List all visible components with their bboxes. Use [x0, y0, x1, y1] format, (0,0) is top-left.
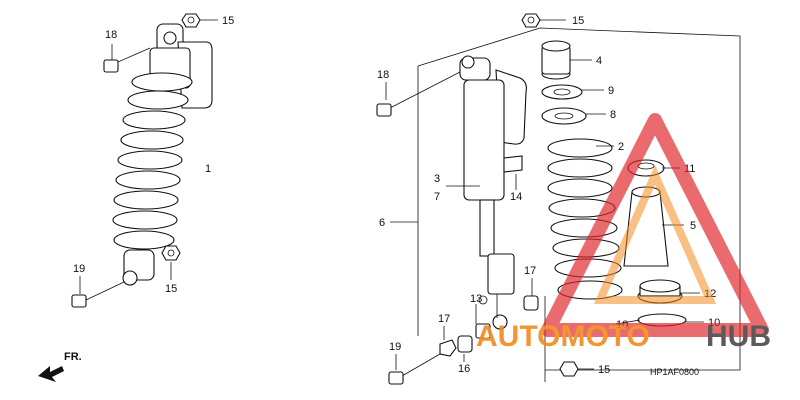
bolt-19-left — [71, 281, 125, 308]
callout-3: 3 — [434, 173, 440, 185]
pivot-13 — [475, 295, 491, 339]
callout-6: 6 — [379, 217, 385, 229]
nut-15-left-bottom — [161, 245, 181, 261]
callout-17-lower: 17 — [438, 313, 450, 325]
diagram-code: HP1AF0800 — [650, 367, 699, 377]
watermark-triangle-icon — [541, 113, 769, 337]
callout-8: 8 — [610, 109, 616, 121]
collar-17-upper — [523, 295, 539, 311]
callout-4: 4 — [596, 55, 602, 67]
stopper-plate-9 — [541, 84, 583, 100]
bolt-18-left — [103, 47, 151, 73]
callout-7: 7 — [434, 191, 440, 203]
watermark-text-hub: HUB — [706, 320, 771, 353]
stopper-rubber-4 — [541, 40, 571, 80]
nut-15-left-top — [181, 13, 201, 28]
callout-17-upper: 17 — [524, 265, 536, 277]
nut-15-right-top — [521, 13, 541, 28]
callout-15-left-bottom: 15 — [165, 283, 177, 295]
callout-1: 1 — [205, 163, 211, 175]
callout-5: 5 — [690, 220, 696, 232]
callout-2: 2 — [618, 141, 624, 153]
watermark-text-auto: AUTOMOTO — [476, 320, 650, 353]
label-14-decal — [503, 155, 523, 173]
watermark-logo: AUTOMOTO HUB — [476, 113, 771, 353]
damper-unit — [459, 55, 527, 330]
assembled-shock-absorber — [112, 23, 213, 286]
callout-15-left-top: 15 — [222, 15, 234, 27]
nut-15-right-bottom — [559, 361, 579, 377]
callout-19-left: 19 — [73, 263, 85, 275]
bolt-19-right — [388, 353, 441, 385]
front-direction-arrow-icon — [38, 366, 64, 382]
callout-14: 14 — [510, 191, 522, 203]
collar-17-lower — [439, 339, 457, 357]
callout-15-right-top: 15 — [572, 15, 584, 27]
callout-18-left: 18 — [105, 29, 117, 41]
callout-19-right: 19 — [389, 341, 401, 353]
callout-13: 13 — [470, 293, 482, 305]
assembly-bracket-outline — [417, 27, 741, 371]
callout-9: 9 — [608, 85, 614, 97]
spring-seat-8 — [541, 107, 587, 125]
direction-label: FR. — [64, 351, 82, 363]
callout-18-right: 18 — [377, 69, 389, 81]
callout-15-right-bottom: 15 — [598, 364, 610, 376]
spring-coils — [112, 72, 193, 250]
callout-16: 16 — [458, 363, 470, 375]
callout-11: 11 — [684, 163, 695, 175]
bushing-16 — [457, 335, 473, 353]
bolt-18-right — [376, 71, 461, 117]
